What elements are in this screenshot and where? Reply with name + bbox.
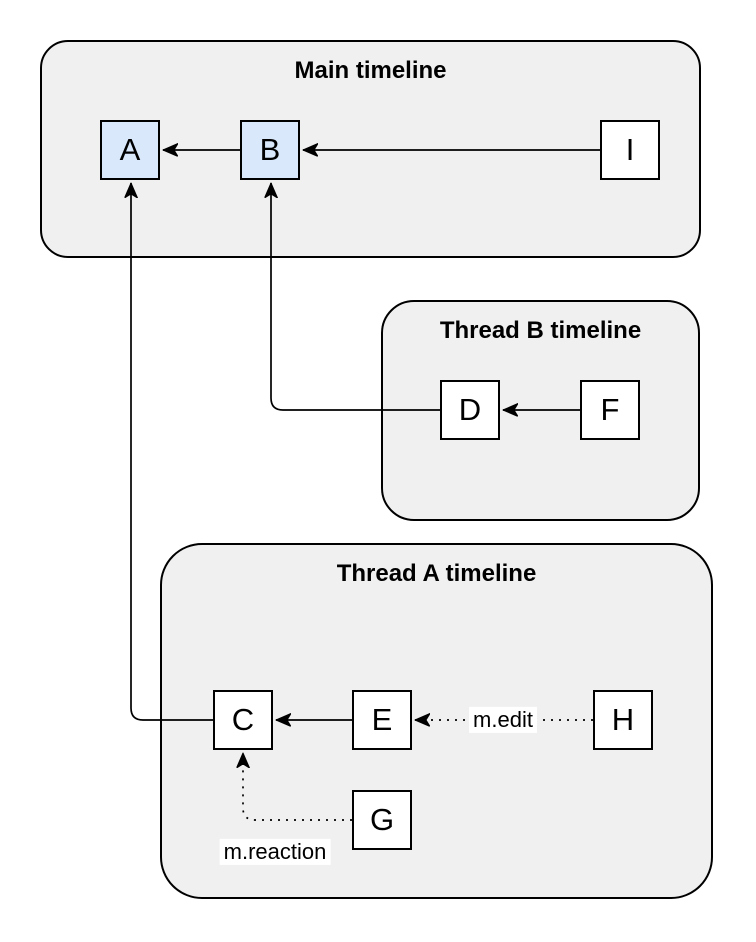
- node-e: E: [352, 690, 412, 750]
- thread-a-timeline-title: Thread A timeline: [336, 560, 537, 587]
- edge-label-m-edit: m.edit: [469, 706, 537, 734]
- node-g: G: [352, 790, 412, 850]
- edge-label-m-reaction: m.reaction: [219, 838, 331, 866]
- node-b: B: [240, 120, 300, 180]
- node-a: A: [100, 120, 160, 180]
- node-d: D: [440, 380, 500, 440]
- node-f: F: [580, 380, 640, 440]
- thread-b-timeline-title: Thread B timeline: [439, 317, 642, 344]
- main-timeline-title: Main timeline: [294, 57, 447, 84]
- node-h: H: [593, 690, 653, 750]
- container-thread-b-timeline: Thread B timeline: [381, 300, 700, 521]
- node-i: I: [600, 120, 660, 180]
- node-c: C: [213, 690, 273, 750]
